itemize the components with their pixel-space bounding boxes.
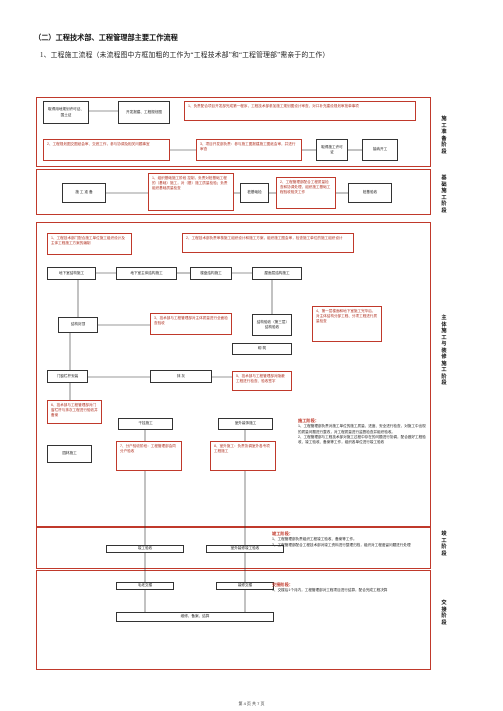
handover-stage-title: 交接阶段：: [272, 582, 293, 587]
phase-label-main: 主体施工与装修施工阶段: [441, 315, 447, 386]
structure-top-box: 结构封顶: [58, 317, 98, 333]
construction-stage-item-1: 1、工程管理部负责对施工单位的施工质量、进度、安全进行检查，对施工中出现的质量问…: [298, 424, 426, 434]
phase-frame-foundation: [36, 169, 431, 215]
phase-label-handover: 交接阶段: [441, 600, 447, 626]
section-heading: （二）工程技术部、工程管理部主要工作流程: [34, 34, 178, 42]
pile-check-box: 桩基础检: [240, 183, 269, 203]
construction-stage-title: 施工阶段：: [298, 418, 319, 423]
main-note-4: 4、第一层楼面和地下室施工完毕后，对主体结构分部工程、分项工程进行质量检查: [312, 306, 382, 342]
main-note-2: 2、工程技术部负责审核施工组织设计和施工方案，组织施工图会审，检查施工单位的施工…: [182, 233, 354, 253]
plaster-box: 抹 灰: [150, 370, 212, 383]
permit-box: 取得施工许可证: [316, 139, 348, 161]
construction-stage-item-2: 2、工程管理部与工程技术部对施工过程中存在的问题进行协调，配合做好工程验收、竣工…: [298, 435, 426, 445]
shell-handover-box: 毛坯交楼: [116, 582, 174, 590]
decorated-handover-box: 装修交楼: [216, 582, 274, 590]
foundation-note-1: 1、组织基础施工阶段 控制，负责对桩基础工程的（基础）施工，对（基）施工质量检验…: [148, 173, 234, 211]
prep-note-2: 2、工程规划图交图纸会审、交底工作，参与协调及相关问题事宜: [43, 139, 170, 161]
completion-stage-note: 竣工阶段： 1、工程管理部负责组织工程竣工验收、备案等工作。 2、工程管理部配合…: [272, 531, 426, 548]
phase-frame-main: [36, 222, 431, 527]
construction-launch-box: 施 工 准 备: [62, 183, 106, 203]
main-note-3: 3、技术部与工程管理部对主体质量进行全面检查验收: [150, 313, 232, 335]
start-box: 接纳开工: [362, 139, 398, 161]
construction-stage-note: 施工阶段： 1、工程管理部负责对施工单位的施工质量、进度、安全进行检查，对施工中…: [298, 418, 428, 446]
floor-box-1: 地下室结构施工: [47, 267, 96, 280]
facade-box: 干挂施工: [118, 418, 173, 430]
structure-acceptance-box: 结构验收（第三层）结构验收: [252, 314, 292, 336]
completion-stage-item-1: 1、工程管理部负责组织工程竣工验收、备案等工作。: [272, 537, 357, 542]
handover-stage-note: 交接阶段： 1、交楼后1个月内，工程管理部对工程项目进行结算，配合完成工程决算: [272, 582, 426, 594]
phase-label-prep: 施工准备阶段: [441, 116, 447, 155]
phase-label-foundation: 基础施工阶段: [441, 175, 447, 214]
foundation-note-2: 2、工程管理部配合工程质量检查和协调处理，组织施工基础工程验收相关工作: [276, 177, 336, 209]
doors-box: 门窗栏杆安装: [47, 370, 88, 383]
section-subheading: 1、工程施工流程（未流程图中方框加粗的工作为“工程技术部”和“工程管理部”需亲于…: [40, 52, 330, 59]
prep-note-1: 1、负责配合项目开发部完成第一程序，工程技术部参加施工规划图设计审查、对口补充建…: [184, 101, 416, 121]
completion-stage-item-2: 2、工程管理部配合工程技术部对竣工资料进行整理归档，组织对工程遗留问题进行处理: [272, 542, 411, 547]
property-acceptance-box: 室外装修竣工验收: [206, 545, 284, 553]
floor-box-2: 地下室主体结构施工: [116, 267, 177, 280]
floor-box-4: 屋面层结构施工: [252, 267, 302, 280]
floor-box-3: 楼盘结构施工: [190, 267, 232, 280]
pile-acceptance-box: 桩基验收: [348, 183, 392, 203]
final-acceptance-box: 竣工验收: [106, 545, 184, 553]
warranty-box: 维修、备案、结算: [116, 612, 274, 622]
page-footer: 第 4 页 共 7 页: [238, 701, 265, 706]
masonry-box: 砌 筑: [232, 343, 292, 355]
land-permit-box: 取得用地规划许可证、国土证: [43, 101, 89, 124]
prep-note-3: 3、项目开发部负责：参与施工图报建施工图纸会审，并进行审查: [196, 139, 302, 161]
landscape-box: 园林施工: [47, 445, 92, 463]
completion-stage-title: 竣工阶段：: [272, 531, 293, 536]
main-note-8: 8、室外施工：负责协调室外各专项工程施工: [210, 441, 276, 471]
exterior-box: 室外装饰施工: [218, 418, 273, 430]
phase-frame-prep: [36, 97, 431, 167]
main-note-5: 5、技术部与工程管理部对隐蔽工程进行检查、验收签字: [232, 371, 292, 391]
planning-box: 开发报建、工程规划图: [118, 101, 170, 124]
phase-label-completion: 竣工阶段: [441, 531, 447, 557]
main-note-7: 7、分户验收阶段：工程管理部会同分户验收: [116, 441, 182, 471]
handover-stage-item-1: 1、交楼后1个月内，工程管理部对工程项目进行结算，配合完成工程决算: [272, 588, 388, 593]
main-note-6: 6、技术部与工程管理部对门窗栏杆与抹灰工程进行验收并备案: [47, 400, 102, 424]
phase-frame-handover: [36, 570, 431, 670]
phase-frame-completion: [36, 527, 431, 569]
main-note-1: 1、工程技术部门配合施工单位施工组织设计及主体工程施工方案的编制: [47, 233, 132, 255]
